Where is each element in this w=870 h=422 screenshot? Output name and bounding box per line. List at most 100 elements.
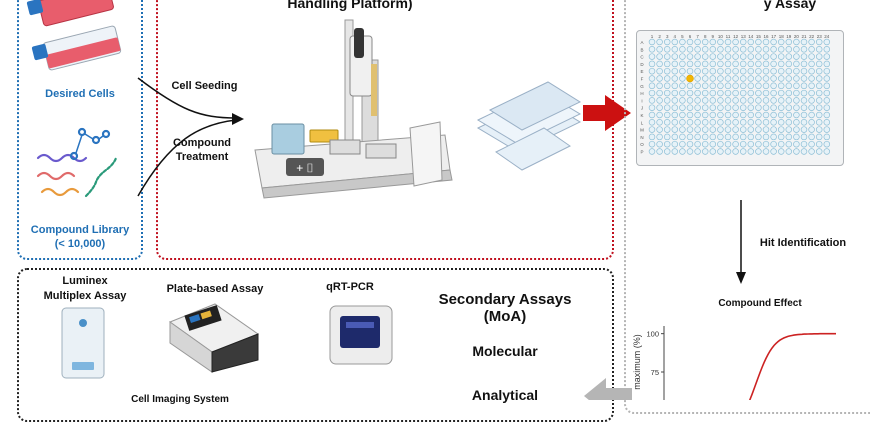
plate-well bbox=[717, 126, 724, 133]
plate-well bbox=[709, 97, 717, 104]
y-tick-label: 75 bbox=[651, 368, 659, 377]
assay-arrows bbox=[736, 200, 746, 284]
luminex-instrument-icon bbox=[61, 307, 105, 379]
plate-well bbox=[755, 75, 762, 82]
plate-well bbox=[755, 104, 762, 111]
plate-well bbox=[701, 97, 709, 104]
plate-well bbox=[777, 133, 785, 141]
plate-well bbox=[732, 82, 739, 90]
plate-well bbox=[709, 60, 717, 68]
converging-arrows bbox=[137, 77, 244, 197]
secondary-title-2: (MoA) bbox=[483, 308, 527, 325]
plate-well bbox=[679, 140, 686, 148]
plate-well bbox=[671, 75, 679, 82]
plate-well bbox=[679, 89, 686, 97]
plate-col-label: 17 bbox=[771, 34, 777, 39]
plate-well bbox=[808, 89, 815, 97]
plate-well bbox=[739, 119, 747, 126]
plate-well bbox=[717, 38, 724, 46]
hit-well bbox=[686, 74, 694, 83]
plate-well bbox=[732, 97, 739, 104]
plate-well bbox=[777, 97, 785, 104]
plate-well bbox=[656, 38, 663, 46]
plate-well bbox=[793, 140, 800, 148]
culture-flask-icon bbox=[31, 25, 122, 71]
plate-well bbox=[701, 111, 709, 119]
plate-well bbox=[815, 89, 823, 97]
plate-well bbox=[709, 46, 717, 53]
plate-row-label: J bbox=[641, 106, 643, 111]
plate-well bbox=[701, 67, 709, 75]
plate-well bbox=[762, 133, 770, 141]
plate-well bbox=[709, 53, 717, 60]
plate-well bbox=[747, 60, 755, 68]
qrt-pcr-label: qRT-PCR bbox=[326, 281, 374, 293]
plate-well bbox=[717, 119, 724, 126]
plate-well bbox=[648, 46, 656, 53]
plate-well bbox=[770, 133, 777, 141]
plate-well bbox=[709, 67, 717, 75]
plate-well bbox=[701, 104, 709, 111]
plate-well bbox=[785, 104, 793, 111]
plate-well bbox=[732, 133, 739, 141]
plate-well bbox=[724, 82, 732, 90]
plate-well bbox=[732, 111, 739, 119]
plate-well bbox=[815, 53, 823, 60]
plate-well bbox=[709, 82, 717, 90]
plate-well bbox=[770, 104, 777, 111]
plate-well bbox=[663, 38, 671, 46]
plate-well bbox=[823, 38, 831, 46]
plate-well bbox=[656, 119, 663, 126]
plate-well bbox=[755, 38, 762, 46]
plate-col-label: 12 bbox=[733, 34, 739, 39]
plate-well bbox=[648, 140, 656, 148]
plate-well bbox=[663, 140, 671, 148]
plate-well bbox=[701, 133, 709, 141]
platform-illustration: + ⌷ bbox=[137, 19, 631, 199]
plate-well bbox=[785, 97, 793, 104]
plate-well bbox=[732, 119, 739, 126]
plate-well bbox=[663, 126, 671, 133]
plate-well bbox=[679, 104, 686, 111]
plate-well bbox=[777, 126, 785, 133]
plate-well bbox=[717, 82, 724, 90]
plate-well bbox=[755, 53, 762, 60]
plate-well bbox=[648, 111, 656, 119]
plate-well bbox=[686, 104, 694, 111]
plate-well bbox=[777, 111, 785, 119]
plate-well bbox=[823, 119, 831, 126]
plate-well bbox=[663, 75, 671, 82]
plate-well bbox=[656, 104, 663, 111]
plate-well bbox=[686, 148, 694, 155]
plate-well bbox=[800, 140, 808, 148]
plate-well bbox=[815, 111, 823, 119]
plate-well bbox=[686, 82, 694, 90]
plate-well bbox=[823, 133, 831, 141]
plate-row-label: A bbox=[640, 40, 643, 45]
plate-well bbox=[777, 67, 785, 75]
plate-well bbox=[663, 82, 671, 90]
plate-well bbox=[739, 126, 747, 133]
plate-well bbox=[762, 111, 770, 119]
plate-well bbox=[815, 82, 823, 90]
assay-title: y Assay bbox=[763, 0, 817, 11]
plate-well bbox=[694, 82, 701, 90]
plate-well bbox=[762, 97, 770, 104]
plate-well bbox=[800, 119, 808, 126]
plate-well bbox=[694, 133, 701, 141]
cell-seeding-label: Cell Seeding bbox=[171, 80, 238, 92]
plate-well bbox=[793, 82, 800, 90]
y-axis-label: maximum (%) bbox=[632, 334, 642, 390]
plate-well bbox=[793, 53, 800, 60]
plate-well bbox=[823, 53, 831, 60]
plate-well bbox=[739, 75, 747, 82]
plate-well bbox=[747, 89, 755, 97]
plate-well bbox=[808, 46, 815, 53]
plate-well bbox=[663, 133, 671, 141]
qpcr-machine-icon bbox=[329, 305, 393, 365]
plate-well bbox=[747, 119, 755, 126]
plate-well bbox=[770, 46, 777, 53]
plate-well bbox=[747, 46, 755, 53]
plate-well bbox=[709, 111, 717, 119]
plate-well bbox=[663, 53, 671, 60]
